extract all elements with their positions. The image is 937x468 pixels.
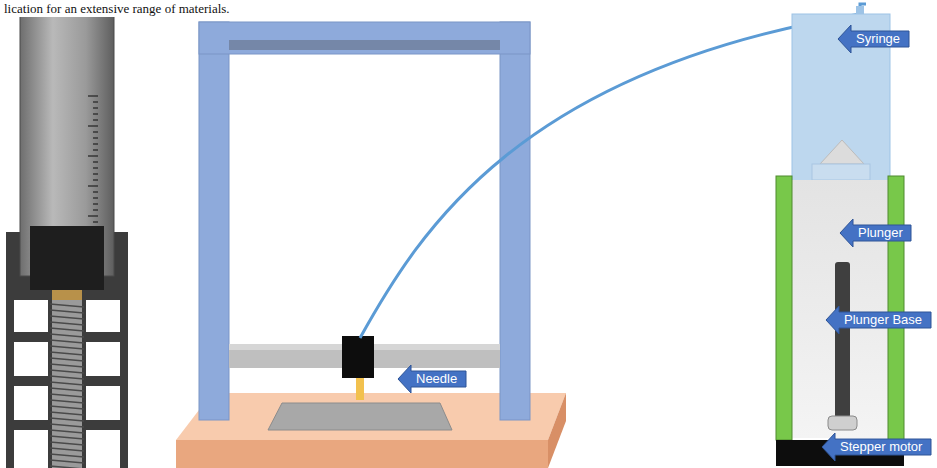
arrow-fill [838, 25, 909, 53]
graduation-mark [93, 143, 98, 144]
frame-post [199, 22, 229, 420]
thread [50, 316, 84, 319]
needle [356, 376, 364, 400]
graduation-mark [93, 221, 98, 222]
graduation-mark [88, 185, 98, 186]
callout-label: Stepper motor [840, 436, 922, 458]
graduation-mark [93, 179, 98, 180]
thread [50, 388, 84, 391]
arrow-fill [840, 219, 911, 247]
frame-post [500, 22, 530, 420]
thread [50, 376, 84, 379]
thread [50, 418, 84, 421]
thread [50, 394, 84, 397]
thread [50, 454, 84, 457]
plunger-base-wall [776, 176, 792, 440]
callout-label: Plunger Base [844, 309, 922, 331]
graduation-mark [93, 161, 98, 162]
graduation-mark [93, 209, 98, 210]
arrow-callout: Plunger Base [826, 309, 931, 331]
plunger-tip [820, 140, 864, 164]
printer [176, 4, 866, 468]
plunger-base-wall [888, 176, 904, 440]
plunger [790, 180, 890, 438]
frame-top [199, 22, 530, 54]
graduation-mark [93, 191, 98, 192]
graduation-mark [88, 95, 98, 96]
graduation-mark [93, 173, 98, 174]
thread [50, 340, 84, 343]
callout-label: Syringe [856, 28, 900, 50]
thread [50, 442, 84, 445]
graduation-mark [93, 167, 98, 168]
thread [50, 322, 84, 325]
thread [50, 436, 84, 439]
graduation-mark [93, 131, 98, 132]
graduation-mark [93, 119, 98, 120]
substrate [268, 403, 452, 430]
graduation-mark [93, 149, 98, 150]
caption-fragment: lication for an extensive range of mater… [2, 1, 232, 17]
thread [50, 328, 84, 331]
thread [50, 460, 84, 463]
arrow-callout: Needle [398, 368, 466, 390]
thread [50, 466, 84, 468]
thread [50, 448, 84, 451]
callout-label: Plunger [858, 222, 903, 244]
thread [50, 364, 84, 367]
thread [50, 352, 84, 355]
syringe-pump [776, 6, 904, 466]
thread [50, 334, 84, 337]
arrow-fill [398, 365, 466, 393]
thread [50, 310, 84, 313]
thread [50, 346, 84, 349]
graduation-mark [88, 215, 98, 216]
thread [50, 424, 84, 427]
lead-screw [835, 262, 850, 418]
thread [50, 412, 84, 415]
arrow-callout: Stepper motor [822, 436, 931, 458]
graduation-mark [93, 197, 98, 198]
cad-syringe [6, 2, 128, 468]
thread [50, 358, 84, 361]
brass-nut [52, 290, 82, 300]
arrow-callout: Syringe [838, 28, 909, 50]
thread [50, 400, 84, 403]
nut [828, 416, 857, 430]
print-head [342, 336, 374, 378]
thread [50, 406, 84, 409]
graduation-mark [88, 125, 98, 126]
thread [50, 430, 84, 433]
arrow-callout: Plunger [840, 222, 911, 244]
arrow-fill [826, 306, 931, 334]
graduation-mark [93, 107, 98, 108]
graduation-mark [88, 155, 98, 156]
arrow-fill [822, 433, 931, 461]
syringe-collar [30, 226, 104, 290]
graduation-mark [93, 203, 98, 204]
graduation-mark [93, 137, 98, 138]
thread [50, 304, 84, 307]
graduation-mark [93, 113, 98, 114]
thread [50, 370, 84, 373]
thread [50, 382, 84, 385]
graduation-mark [93, 101, 98, 102]
callout-label: Needle [416, 368, 457, 390]
